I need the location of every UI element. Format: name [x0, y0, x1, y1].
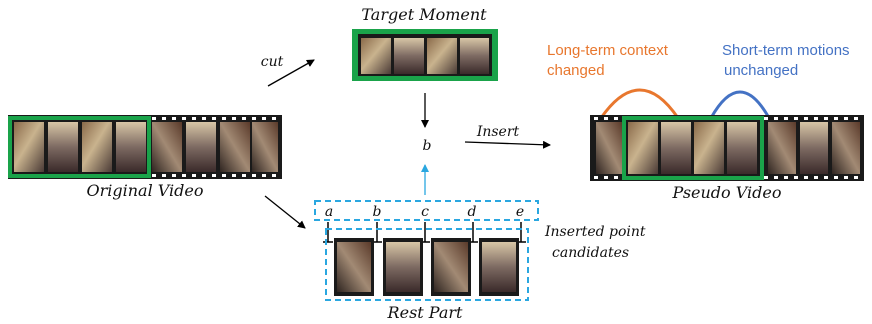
long-term-label-1: Long-term context — [547, 42, 669, 59]
inserted-point-label-1: Inserted point — [544, 224, 646, 240]
pseudo-film-strip — [590, 115, 864, 181]
rest-part-frames — [334, 238, 519, 296]
original-target-box — [8, 116, 151, 178]
target-moment-strip — [352, 29, 498, 81]
insert-point-c: c — [421, 204, 429, 220]
short-term-label-2: unchanged — [724, 62, 798, 79]
insert-points-box — [314, 200, 539, 221]
short-term-arc — [709, 90, 771, 119]
insert-point-ticks — [323, 222, 526, 243]
insert-point-b: b — [373, 204, 382, 220]
insert-point-letters: a b c d e — [325, 204, 524, 220]
long-term-label-2: changed — [547, 62, 605, 79]
short-term-label-1: Short-term motions — [722, 42, 850, 59]
pseudo-target-box — [622, 116, 764, 180]
insert-point-e: e — [516, 204, 524, 220]
insert-point-d: d — [468, 204, 477, 220]
long-term-arc — [599, 88, 680, 119]
target-moment-label: Target Moment — [361, 5, 487, 24]
insert-point-a: a — [325, 204, 333, 220]
insert-arrow — [464, 140, 551, 149]
rest-part-box — [325, 228, 529, 301]
original-film-strip — [8, 115, 282, 179]
rest-arrow — [264, 195, 306, 229]
b-insert-label: b — [423, 138, 432, 154]
rest-part-label: Rest Part — [387, 303, 463, 322]
cut-arrow — [267, 59, 315, 87]
inserted-point-label-2: candidates — [552, 245, 629, 261]
original-video-label: Original Video — [86, 181, 203, 200]
cut-label: cut — [261, 54, 284, 70]
insert-label: Insert — [476, 124, 520, 140]
pseudo-video-label: Pseudo Video — [671, 183, 781, 202]
